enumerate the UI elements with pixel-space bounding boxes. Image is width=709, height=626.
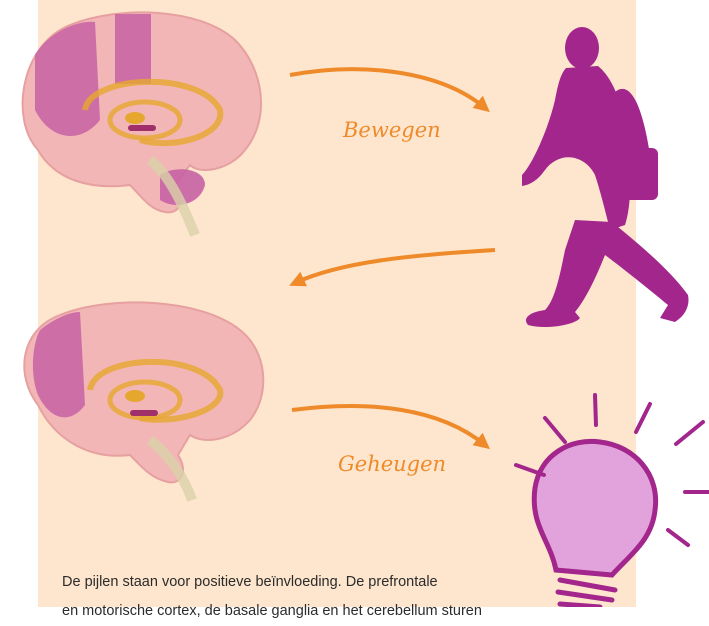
caption-line-2: en motorische cortex, de basale ganglia … [62, 597, 622, 626]
brain-icon [24, 302, 263, 500]
diagram-canvas [0, 0, 709, 607]
arrow-brain-to-person [290, 69, 485, 108]
brain-icon [23, 12, 261, 235]
label-geheugen: Geheugen [338, 452, 446, 476]
label-bewegen: Bewegen [343, 118, 441, 142]
arrow-brain-to-bulb [292, 406, 485, 445]
arrow-person-to-brain [295, 250, 495, 283]
caption-line-1: De pijlen staan voor positieve beïnvloed… [62, 568, 622, 597]
walking-person-icon [522, 27, 688, 327]
caption: De pijlen staan voor positieve beïnvloed… [62, 568, 622, 626]
